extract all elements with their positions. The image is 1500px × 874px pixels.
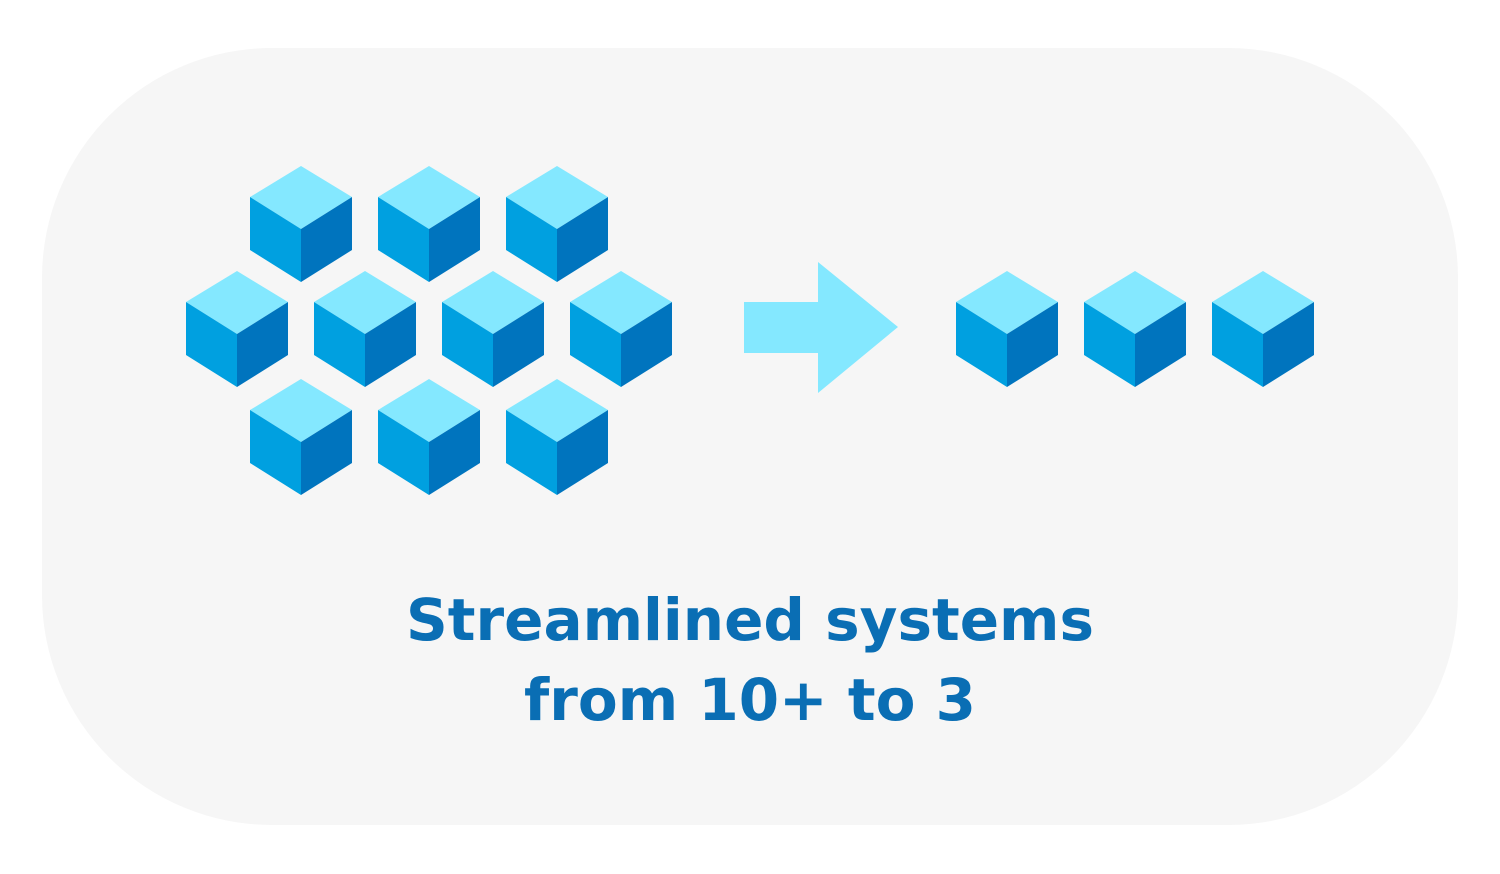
cube-icon — [570, 271, 672, 387]
cube-icon — [506, 379, 608, 495]
cube-icon — [250, 379, 352, 495]
caption: Streamlined systems from 10+ to 3 — [0, 580, 1500, 740]
cube-icon — [442, 271, 544, 387]
caption-line-2: from 10+ to 3 — [524, 666, 976, 734]
before-cubes-group — [186, 166, 672, 495]
cube-icon — [250, 166, 352, 282]
cube-icon — [186, 271, 288, 387]
cube-icon — [378, 379, 480, 495]
cube-icon — [378, 166, 480, 282]
cube-icon — [506, 166, 608, 282]
cube-icon — [956, 271, 1058, 387]
cube-icon — [1212, 271, 1314, 387]
cube-icon — [314, 271, 416, 387]
cube-icon — [1084, 271, 1186, 387]
after-cubes-group — [956, 271, 1314, 387]
caption-line-1: Streamlined systems — [406, 586, 1094, 654]
arrow-right-icon — [744, 262, 898, 393]
